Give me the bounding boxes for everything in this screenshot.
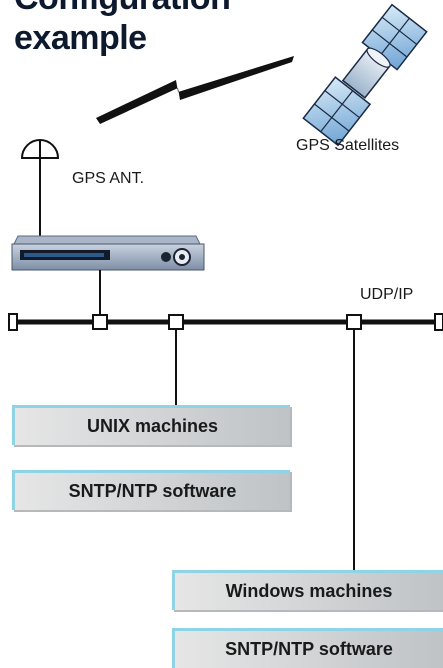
network-bus: [8, 313, 443, 331]
windows-machines-box: Windows machines: [172, 570, 443, 610]
udp-ip-label: UDP/IP: [360, 286, 414, 303]
bus-tap-unix: [168, 314, 184, 330]
bus-tap-windows: [346, 314, 362, 330]
satellite-icon: [302, 3, 428, 147]
satellite-panel-lower: [302, 76, 372, 147]
gps-satellites-label: GPS Satellites: [296, 137, 400, 154]
diagram-title: Configuration example: [14, 0, 231, 58]
satellite-body: [341, 47, 391, 99]
title-line-2: example: [14, 19, 147, 57]
unix-software-box: SNTP/NTP software: [12, 470, 290, 510]
antenna-icon: [20, 139, 60, 246]
bus-tap-device: [92, 314, 108, 330]
windows-software-box: SNTP/NTP software: [172, 628, 443, 668]
unix-machines-box: UNIX machines: [12, 405, 290, 445]
lightning-signal-icon: [96, 56, 294, 124]
gps-antenna-label: GPS ANT.: [72, 170, 145, 187]
title-line-1: Configuration: [14, 0, 231, 18]
time-server-device-icon: [11, 235, 205, 322]
